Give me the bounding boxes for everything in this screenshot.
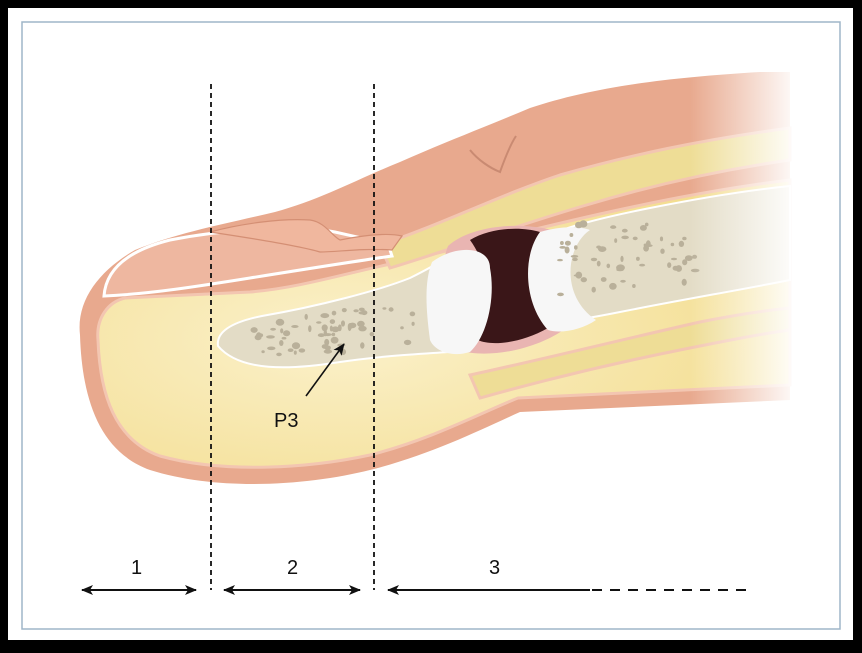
zone-3-label: 3 <box>489 557 500 579</box>
bone-pore <box>283 330 290 336</box>
bone-pore <box>614 238 617 243</box>
bone-pore <box>348 324 352 331</box>
bone-pore <box>621 236 629 240</box>
bone-pore <box>571 255 579 258</box>
bone-pore <box>597 261 601 267</box>
bone-pore <box>360 342 364 348</box>
bone-pore <box>575 222 582 229</box>
bone-pore <box>330 319 335 324</box>
bone-pore <box>331 326 339 332</box>
bone-pore <box>557 259 563 261</box>
bone-pore <box>357 321 365 327</box>
bone-pore <box>277 321 280 324</box>
bone-pore <box>353 309 358 312</box>
bone-pore <box>560 241 564 245</box>
bone-pore <box>359 311 366 314</box>
bone-pore <box>645 244 653 247</box>
bone-pore <box>282 337 287 340</box>
bone-pore <box>320 313 329 318</box>
bone-pore <box>682 279 687 286</box>
bone-pore <box>601 277 607 282</box>
bone-pore <box>636 257 640 261</box>
bone-pore <box>598 246 606 252</box>
bone-pore <box>267 347 275 351</box>
bone-pore <box>305 314 308 320</box>
bone-pore <box>639 264 645 267</box>
bone-pore <box>616 269 624 272</box>
zone-1-label: 1 <box>131 557 142 579</box>
bone-pore <box>559 246 566 249</box>
bone-pore <box>308 325 311 332</box>
bone-pore <box>622 229 628 233</box>
bone-pore <box>382 307 386 309</box>
bone-pore <box>591 258 597 261</box>
bone-pore <box>592 287 596 293</box>
bone-pore <box>410 312 416 317</box>
bone-pore <box>682 259 687 265</box>
bone-pore <box>256 332 262 339</box>
bone-pore <box>276 353 282 357</box>
bone-pore <box>332 311 337 316</box>
bone-pore <box>261 350 264 353</box>
zone-2-label: 2 <box>287 557 298 579</box>
bone-pore <box>316 321 321 324</box>
bone-pore <box>620 256 623 262</box>
bone-pore <box>620 280 626 283</box>
bone-pore <box>280 328 283 333</box>
bone-pore <box>676 265 682 272</box>
bone-pore <box>323 333 331 336</box>
bone-pore <box>288 348 294 352</box>
bone-pore <box>667 262 671 268</box>
bone-pore <box>610 225 616 229</box>
bone-pore <box>291 325 298 328</box>
bone-pore <box>633 237 638 241</box>
bone-pore <box>570 233 574 237</box>
bone-pore <box>251 327 258 333</box>
bone-pore <box>324 349 332 353</box>
bone-pore <box>557 293 564 297</box>
bone-pore <box>299 348 306 352</box>
bone-pore <box>671 258 677 261</box>
bone-pore <box>660 237 663 242</box>
bone-pore <box>679 241 684 247</box>
bone-pore <box>322 324 328 331</box>
bone-pore <box>609 283 617 290</box>
bone-pore <box>332 333 336 337</box>
bone-pore <box>294 351 297 355</box>
bone-pore <box>682 237 686 241</box>
bone-pore <box>266 335 275 338</box>
p3-label: P3 <box>274 410 298 432</box>
bone-pore <box>574 245 578 249</box>
bone-pore <box>342 308 347 312</box>
bone-pore <box>270 328 276 331</box>
bone-pore <box>632 284 636 288</box>
bone-pore <box>565 241 571 246</box>
bone-pore <box>581 277 587 282</box>
bone-pore <box>331 337 339 344</box>
bone-pore <box>400 326 404 329</box>
bone-pore <box>279 340 283 346</box>
bone-pore <box>292 342 300 349</box>
bone-pore <box>389 307 394 311</box>
bone-pore <box>341 320 345 326</box>
bone-pore <box>370 332 375 336</box>
bone-pore <box>576 272 583 279</box>
bone-pore <box>404 340 411 345</box>
bone-pore <box>318 333 325 337</box>
bone-pore <box>412 322 415 326</box>
bone-pore <box>572 258 578 261</box>
bone-pore <box>671 243 675 246</box>
bone-pore <box>660 249 664 254</box>
fade-right <box>690 60 800 460</box>
bone-pore <box>324 339 329 346</box>
bone-pore <box>607 264 611 269</box>
bone-pore <box>640 225 647 231</box>
